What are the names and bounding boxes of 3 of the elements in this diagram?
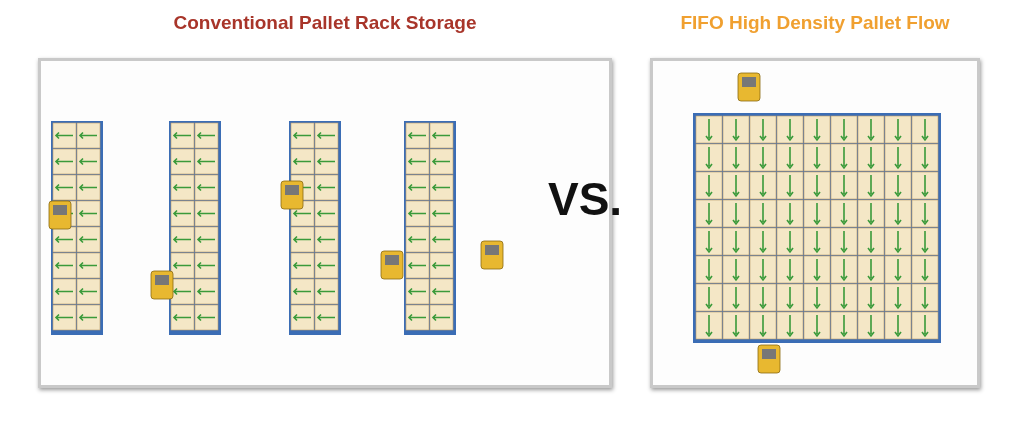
comparison-label: VS. <box>548 172 623 226</box>
panel-heading: Conventional Pallet Rack Storage <box>172 12 478 34</box>
panel-heading: FIFO High Density Pallet Flow <box>679 12 951 34</box>
